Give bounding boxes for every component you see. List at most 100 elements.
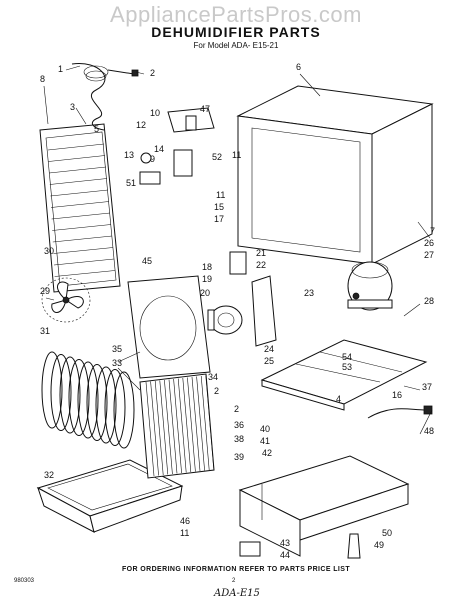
callout-c38: 38 [234, 434, 244, 444]
leader-line [299, 73, 321, 97]
diagram-subtitle: For Model ADA- E15-21 [193, 41, 279, 50]
callout-c2c: 2 [234, 404, 239, 414]
callout-c11b: 11 [216, 190, 225, 200]
grille-louver [53, 247, 114, 254]
callout-c37: 37 [422, 382, 432, 392]
grille-louver [54, 270, 116, 277]
leader-line [135, 71, 145, 75]
callout-c27: 27 [424, 250, 434, 260]
front-grille-drawing [39, 123, 121, 293]
callout-c50: 50 [382, 528, 392, 538]
callout-c2: 2 [150, 68, 155, 78]
callout-c31: 31 [40, 326, 50, 336]
callout-c52: 52 [212, 152, 222, 162]
callout-c35: 35 [112, 344, 122, 354]
grille-louver [47, 143, 105, 151]
power-cord-drawing [71, 63, 139, 131]
callout-c39: 39 [234, 452, 244, 462]
callout-c43: 43 [280, 538, 290, 548]
callout-c46: 46 [180, 516, 190, 526]
handwritten-note: ADA-E15 [214, 588, 260, 599]
base-platform-drawing [260, 339, 428, 411]
callout-c14: 14 [154, 144, 164, 154]
coil-loop [95, 366, 117, 444]
callout-c51: 51 [126, 178, 136, 188]
callout-c33: 33 [112, 358, 122, 368]
footer-note: FOR ORDERING INFORMATION REFER TO PARTS … [121, 566, 351, 573]
callout-c54: 54 [342, 352, 352, 362]
document-code: 980303 [14, 578, 35, 584]
callout-c24: 24 [264, 344, 274, 354]
callout-c4: 4 [336, 394, 341, 404]
evaporator-fin [173, 378, 182, 474]
condenser-coil-drawing [41, 351, 135, 449]
callout-c41: 41 [260, 436, 270, 446]
callout-c30: 30 [44, 246, 54, 256]
callout-c8: 8 [40, 74, 45, 84]
grille-louver [52, 235, 113, 243]
base-frame-drawing [238, 455, 410, 557]
drain-fitting-drawing [239, 533, 361, 559]
mounting-bracket-drawing [229, 251, 277, 347]
evaporator-fin [205, 375, 215, 470]
callout-c40: 40 [260, 424, 270, 434]
callout-c20: 20 [200, 288, 210, 298]
drain-pan-drawing [36, 459, 184, 533]
callout-c1: 1 [58, 64, 63, 74]
callout-c25: 25 [264, 356, 274, 366]
grille-louver [53, 258, 115, 266]
evaporator-fin [164, 379, 173, 475]
grille-louver [50, 201, 110, 208]
callout-c9: 9 [150, 154, 155, 164]
callout-c6: 6 [296, 62, 301, 72]
callout-c23: 23 [304, 288, 314, 298]
fan-motor-drawing [207, 305, 243, 335]
leader-line [75, 107, 87, 125]
callout-c34: 34 [208, 372, 218, 382]
callout-c22: 22 [256, 260, 266, 270]
grille-louver [51, 212, 111, 220]
fan-blade-drawing [41, 277, 91, 323]
coil-loop [68, 359, 90, 436]
callout-c42: 42 [262, 448, 272, 458]
diagram-title: DEHUMIDIFIER PARTS [151, 24, 321, 40]
callout-c7: 7 [430, 226, 435, 236]
callout-c3: 3 [70, 102, 75, 112]
callout-c11a: 11 [232, 150, 241, 160]
callout-c11c: 11 [180, 528, 189, 538]
callout-c13: 13 [124, 150, 134, 160]
evaporator-fin [200, 375, 210, 471]
grille-louver [52, 224, 112, 231]
leader-line [117, 367, 141, 391]
cord-48-drawing [367, 405, 433, 419]
page-number: 2 [232, 578, 236, 584]
evaporator-fin [168, 379, 178, 474]
callout-c26: 26 [424, 238, 434, 248]
evaporator-fin [196, 376, 205, 471]
cabinet-drawing [236, 85, 434, 265]
control-assembly-drawing [139, 107, 215, 185]
callout-c16: 16 [392, 390, 402, 400]
evaporator-fin [145, 381, 155, 477]
coil-loop [104, 369, 126, 446]
leader-line [403, 303, 421, 317]
evaporator-fin [191, 376, 201, 472]
evaporator-drawing [139, 373, 215, 479]
callout-c5: 5 [94, 124, 99, 134]
callout-c19: 19 [202, 274, 212, 284]
leader-line [419, 409, 433, 435]
coil-loop [41, 351, 63, 429]
coil-loop [113, 371, 135, 449]
callout-c49: 49 [374, 540, 384, 550]
grille-louver [49, 166, 107, 174]
callout-c28: 28 [424, 296, 434, 306]
compressor-drawing [347, 261, 393, 311]
leader-line [45, 297, 55, 301]
leader-line [43, 85, 49, 125]
evaporator-fin [182, 377, 192, 473]
coil-loop [77, 361, 99, 439]
callout-c18: 18 [202, 262, 212, 272]
callout-c12: 12 [136, 120, 146, 130]
